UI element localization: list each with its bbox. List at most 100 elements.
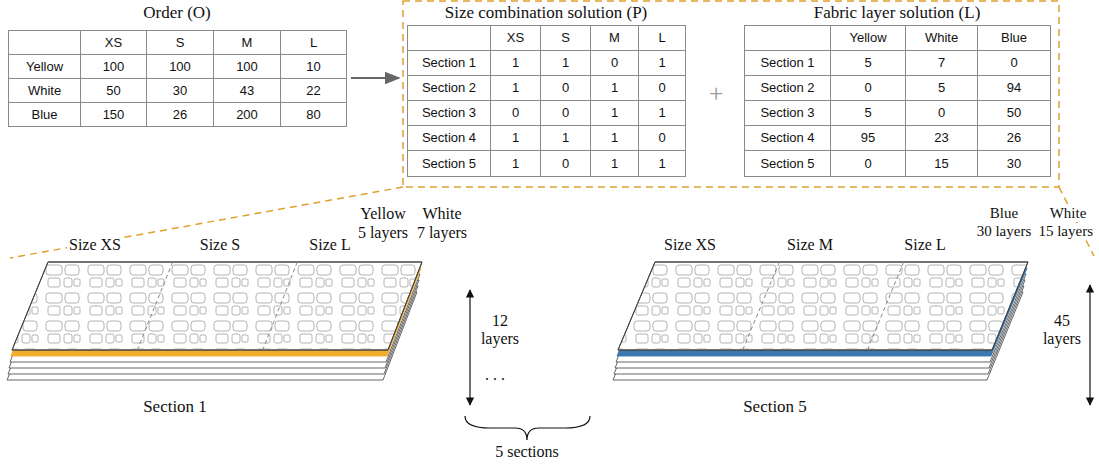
table-cell: XS [490,25,541,51]
table-title: Order (O) [8,2,346,24]
table-cell [744,25,831,51]
table-cell: 1 [590,150,639,177]
figure-label: Section 1 [141,398,209,417]
brace [465,416,590,440]
table-cell [8,30,81,55]
table-cell: Yellow [830,25,906,51]
table-cell: 1 [490,75,541,101]
zoom-line [10,187,403,258]
table-cell: Section 3 [407,100,491,126]
table-cell: 5 [830,100,906,126]
table-cell: 1 [490,125,541,151]
figure-label: Section 5 [741,398,809,417]
table-cell: Section 4 [407,125,491,151]
table-cell [407,25,491,51]
table-cell: 23 [905,125,978,151]
figure-label: 5 layers [356,224,410,242]
table-cell: 0 [490,100,541,126]
table-cell: 0 [830,150,906,177]
table-cell: M [590,25,639,51]
table-cell: 0 [638,75,686,101]
table-cell: 1 [490,50,541,76]
table-cell: 26 [146,102,214,127]
pattern-pieces [12,262,422,350]
table-cell: 1 [590,125,639,151]
table-cell: Section 4 [744,125,831,151]
table-title: Size combination solution (P) [407,2,685,24]
table-cell: M [213,30,281,55]
table-cell: 150 [80,102,147,127]
table-cell: 0 [540,150,591,177]
table-cell: 95 [830,125,906,151]
table-cell: 200 [213,102,281,127]
figure-label: Size XS [662,236,718,254]
fabric-sheet [12,262,422,350]
table-cell: Section 1 [407,50,491,76]
size-divider [743,262,780,350]
fabric-stacks [7,262,1028,380]
figure-label: White [420,205,463,223]
size-divider [263,262,298,350]
table-cell: 94 [977,75,1051,101]
table-cell: 1 [590,100,639,126]
table-cell: 100 [213,54,281,79]
table-cell: L [280,30,347,55]
figure-label: 45 layers [1040,312,1084,347]
table-cell: 5 [830,50,906,76]
table-cell: 1 [638,150,686,177]
table-cell: 1 [540,125,591,151]
figure-label: 5 sections [493,443,561,461]
table-cell: 0 [590,50,639,76]
figure-label: Size L [307,236,352,254]
table-cell: 0 [638,125,686,151]
table-cell: Section 5 [744,150,831,177]
height-arrow [469,290,470,405]
table-cell: 30 [977,150,1051,177]
table-cell: Blue [8,102,81,127]
pattern-pieces [618,262,1028,350]
flow-arrow [351,77,399,79]
table-cell: 7 [905,50,978,76]
table-cell: S [540,25,591,51]
table-cell: 100 [146,54,214,79]
figure-label: 30 layers [975,223,1034,240]
table-cell: 50 [80,78,147,103]
figure-label: . . . [483,366,507,384]
table-cell: XS [80,30,147,55]
figure-label: Size XS [67,236,123,254]
table-cell: 26 [977,125,1051,151]
table-cell: 15 [905,150,978,177]
table-cell: Section 5 [407,150,491,177]
figure-label: 15 layers [1036,223,1095,240]
table-cell: 0 [540,75,591,101]
fabric-sheet [618,262,1028,350]
table-cell: 0 [905,100,978,126]
fabric-sheet-edge [618,262,1028,350]
table-cell: 5 [905,75,978,101]
table-cell: Section 1 [744,50,831,76]
table-cell: Section 2 [407,75,491,101]
table-cell: 80 [280,102,347,127]
table-cell: 1 [638,100,686,126]
table-cell: Section 2 [744,75,831,101]
figure-label: Size L [902,236,947,254]
table-cell: 100 [80,54,147,79]
table-cell: 1 [590,75,639,101]
table-cell: 22 [280,78,347,103]
figure-label: 7 layers [415,224,469,242]
height-arrow [1089,285,1090,405]
figure-label: Size S [198,236,242,254]
figure-label: Size M [785,236,835,254]
figure-label: 12 layers [476,312,524,347]
figure-label: White [1048,205,1089,222]
zoom-line [1059,187,1094,256]
table-cell: 43 [213,78,281,103]
table-cell: 0 [830,75,906,101]
table-cell: 0 [540,100,591,126]
table-cell: White [8,78,81,103]
figure-label: Blue [988,205,1020,222]
figure-label: Yellow [358,205,408,223]
table-title: Fabric layer solution (L) [744,2,1050,24]
table-cell: 1 [490,150,541,177]
table-cell: S [146,30,214,55]
